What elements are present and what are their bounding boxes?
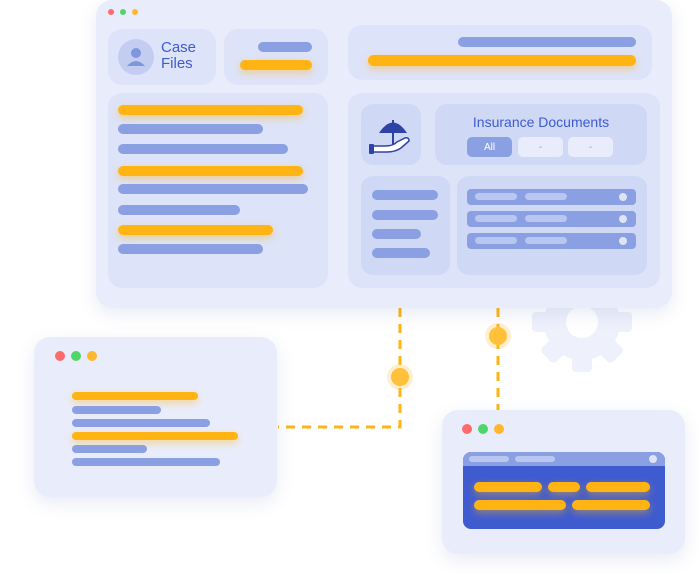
note-line <box>72 392 198 400</box>
detail-card-header <box>463 452 665 466</box>
menu-line[interactable] <box>372 229 421 239</box>
banner-line <box>458 37 636 47</box>
insurance-documents-title: Insurance Documents <box>472 114 610 130</box>
document-table-card <box>457 176 647 275</box>
list-line <box>118 225 273 235</box>
minimize-dot[interactable] <box>71 351 81 361</box>
insurance-icon-tile <box>361 104 421 165</box>
menu-line[interactable] <box>372 190 438 200</box>
avatar <box>118 39 154 75</box>
banner-highlight <box>368 55 636 66</box>
minimize-dot[interactable] <box>120 9 126 15</box>
detail-card <box>463 452 665 529</box>
text-list-panel <box>108 93 328 288</box>
close-dot[interactable] <box>462 424 472 434</box>
case-files-title: Case Files <box>161 39 197 72</box>
note-line <box>72 432 238 440</box>
list-line <box>118 205 240 215</box>
maximize-dot[interactable] <box>87 351 97 361</box>
detail-window <box>442 410 685 554</box>
row-cell <box>475 237 517 244</box>
header-summary-card <box>224 29 328 85</box>
row-dot <box>619 215 627 223</box>
filter-button-2[interactable]: - <box>518 137 563 157</box>
header-dot <box>649 455 657 463</box>
table-row[interactable] <box>467 189 636 205</box>
note-line <box>72 419 210 427</box>
main-window: Case Files Insurance Document <box>96 0 672 308</box>
maximize-dot[interactable] <box>132 9 138 15</box>
list-line <box>118 144 288 154</box>
top-banner-card <box>348 25 652 80</box>
connector-node <box>391 368 409 386</box>
user-icon <box>127 48 145 66</box>
note-line <box>72 406 161 414</box>
umbrella-hand-icon <box>369 120 410 154</box>
window-controls <box>55 351 97 361</box>
header-cell <box>515 456 555 462</box>
insurance-documents-card: Insurance Documents All - - <box>435 104 647 165</box>
window-controls <box>462 424 504 434</box>
table-row[interactable] <box>467 211 636 227</box>
notes-window <box>34 337 277 497</box>
list-line <box>118 244 263 254</box>
row-cell <box>525 237 567 244</box>
insurance-panel: Insurance Documents All - - <box>348 93 660 288</box>
detail-tag[interactable] <box>572 500 650 510</box>
detail-tag[interactable] <box>586 482 650 492</box>
list-line <box>118 124 263 134</box>
case-files-card[interactable]: Case Files <box>108 29 216 85</box>
row-dot <box>619 237 627 245</box>
filter-all-button[interactable]: All <box>467 137 512 157</box>
close-dot[interactable] <box>55 351 65 361</box>
detail-tag[interactable] <box>474 482 542 492</box>
summary-line <box>258 42 312 52</box>
detail-tag[interactable] <box>548 482 580 492</box>
table-row[interactable] <box>467 233 636 249</box>
row-dot <box>619 193 627 201</box>
menu-line[interactable] <box>372 248 430 258</box>
header-cell <box>469 456 509 462</box>
row-cell <box>475 215 517 222</box>
list-line <box>118 184 308 194</box>
menu-line[interactable] <box>372 210 438 220</box>
list-line <box>118 105 303 115</box>
list-line <box>118 166 303 176</box>
note-line <box>72 445 147 453</box>
window-controls <box>108 9 138 15</box>
summary-highlight <box>240 60 312 70</box>
filter-button-3[interactable]: - <box>568 137 613 157</box>
close-dot[interactable] <box>108 9 114 15</box>
detail-tag[interactable] <box>474 500 566 510</box>
row-cell <box>525 215 567 222</box>
row-cell <box>525 193 567 200</box>
minimize-dot[interactable] <box>478 424 488 434</box>
side-menu-card <box>361 176 450 275</box>
maximize-dot[interactable] <box>494 424 504 434</box>
row-cell <box>475 193 517 200</box>
connector-node <box>489 327 507 345</box>
note-line <box>72 458 220 466</box>
